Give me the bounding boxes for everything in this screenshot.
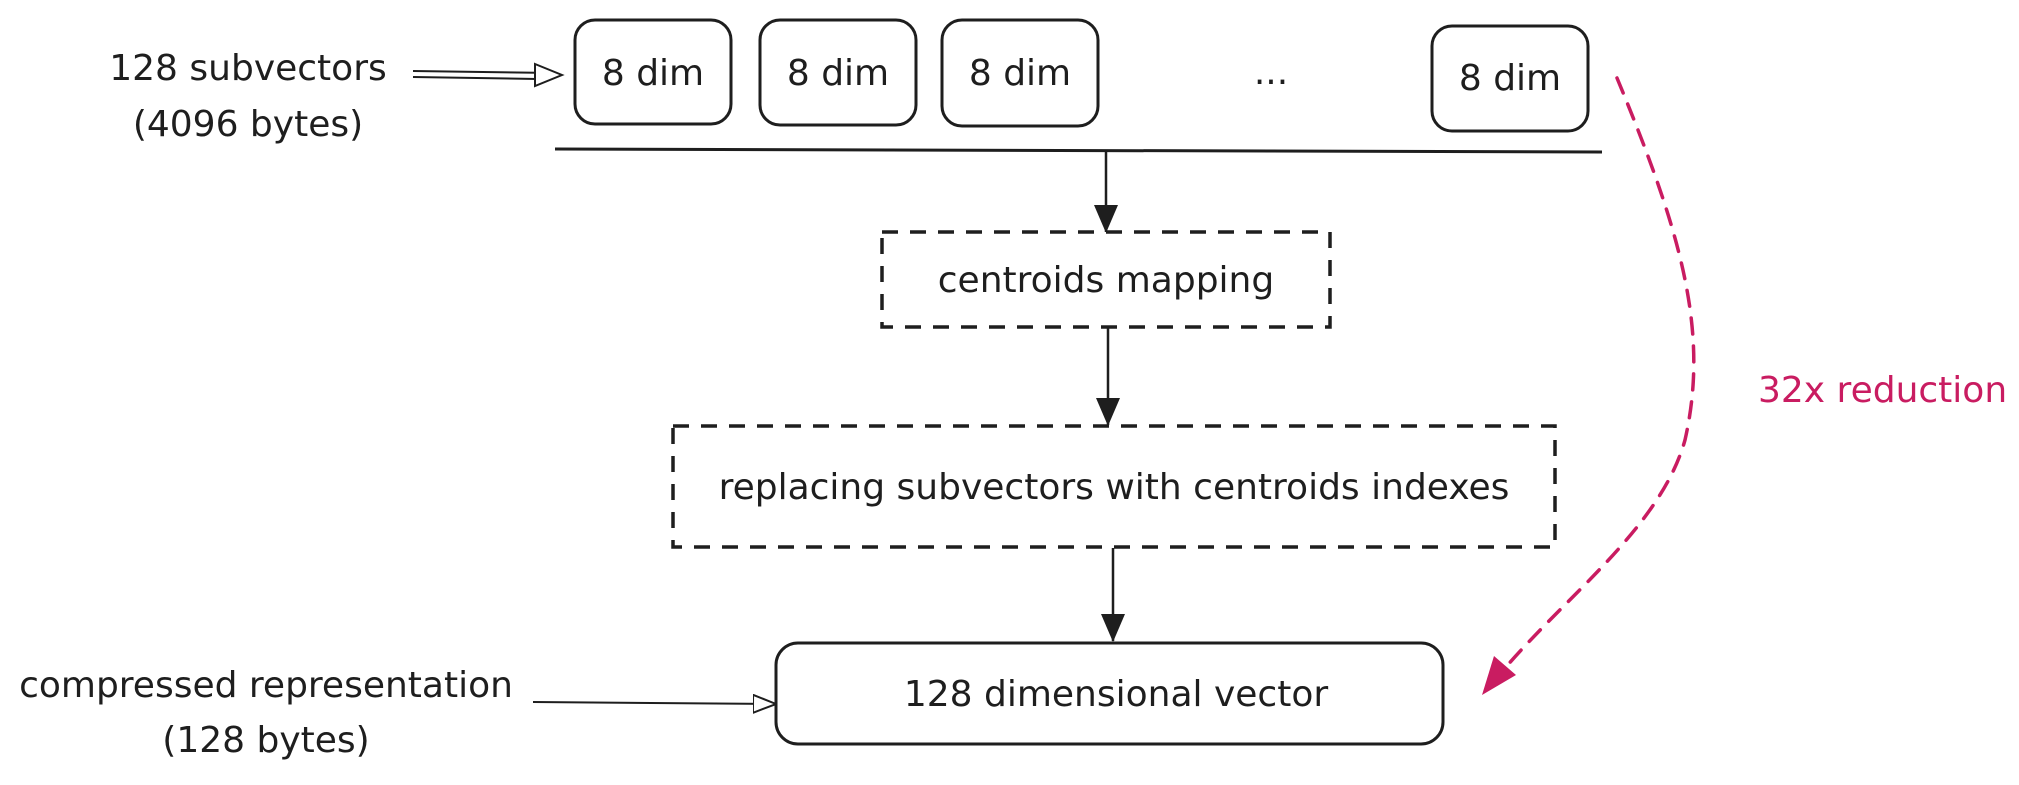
subvector-box-last: 8 dim bbox=[1430, 24, 1590, 133]
output-vector-label: 128 dimensional vector bbox=[904, 674, 1329, 715]
collector-line bbox=[554, 147, 1603, 154]
subvector-box-1-label: 8 dim bbox=[602, 53, 704, 94]
subvector-box-2-label: 8 dim bbox=[787, 53, 889, 94]
compressed-representation-label: compressed representation bbox=[19, 665, 513, 706]
compressed-bytes-label: (128 bytes) bbox=[162, 720, 369, 761]
subvector-box-3-label: 8 dim bbox=[969, 53, 1071, 94]
centroids-mapping-label: centroids mapping bbox=[938, 260, 1274, 301]
subvector-box-1: 8 dim bbox=[573, 18, 733, 126]
subvectors-bytes-label: (4096 bytes) bbox=[133, 104, 363, 145]
subvector-ellipsis: ... bbox=[1254, 52, 1288, 93]
subvector-box-2: 8 dim bbox=[758, 18, 918, 127]
reduction-arrow bbox=[1493, 76, 1696, 682]
subvector-box-last-label: 8 dim bbox=[1459, 58, 1561, 99]
output-vector-box: 128 dimensional vector bbox=[774, 641, 1445, 746]
subvector-box-3: 8 dim bbox=[940, 18, 1100, 128]
input-arrow bbox=[412, 62, 565, 88]
centroids-mapping-box: centroids mapping bbox=[880, 230, 1332, 329]
replacing-box: replacing subvectors with centroids inde… bbox=[671, 424, 1557, 549]
reduction-arrowhead bbox=[1482, 656, 1516, 695]
compressed-arrow bbox=[532, 702, 776, 704]
subvectors-count-label: 128 subvectors bbox=[109, 48, 387, 89]
replacing-label: replacing subvectors with centroids inde… bbox=[719, 467, 1510, 508]
reduction-label: 32x reduction bbox=[1758, 370, 2007, 411]
